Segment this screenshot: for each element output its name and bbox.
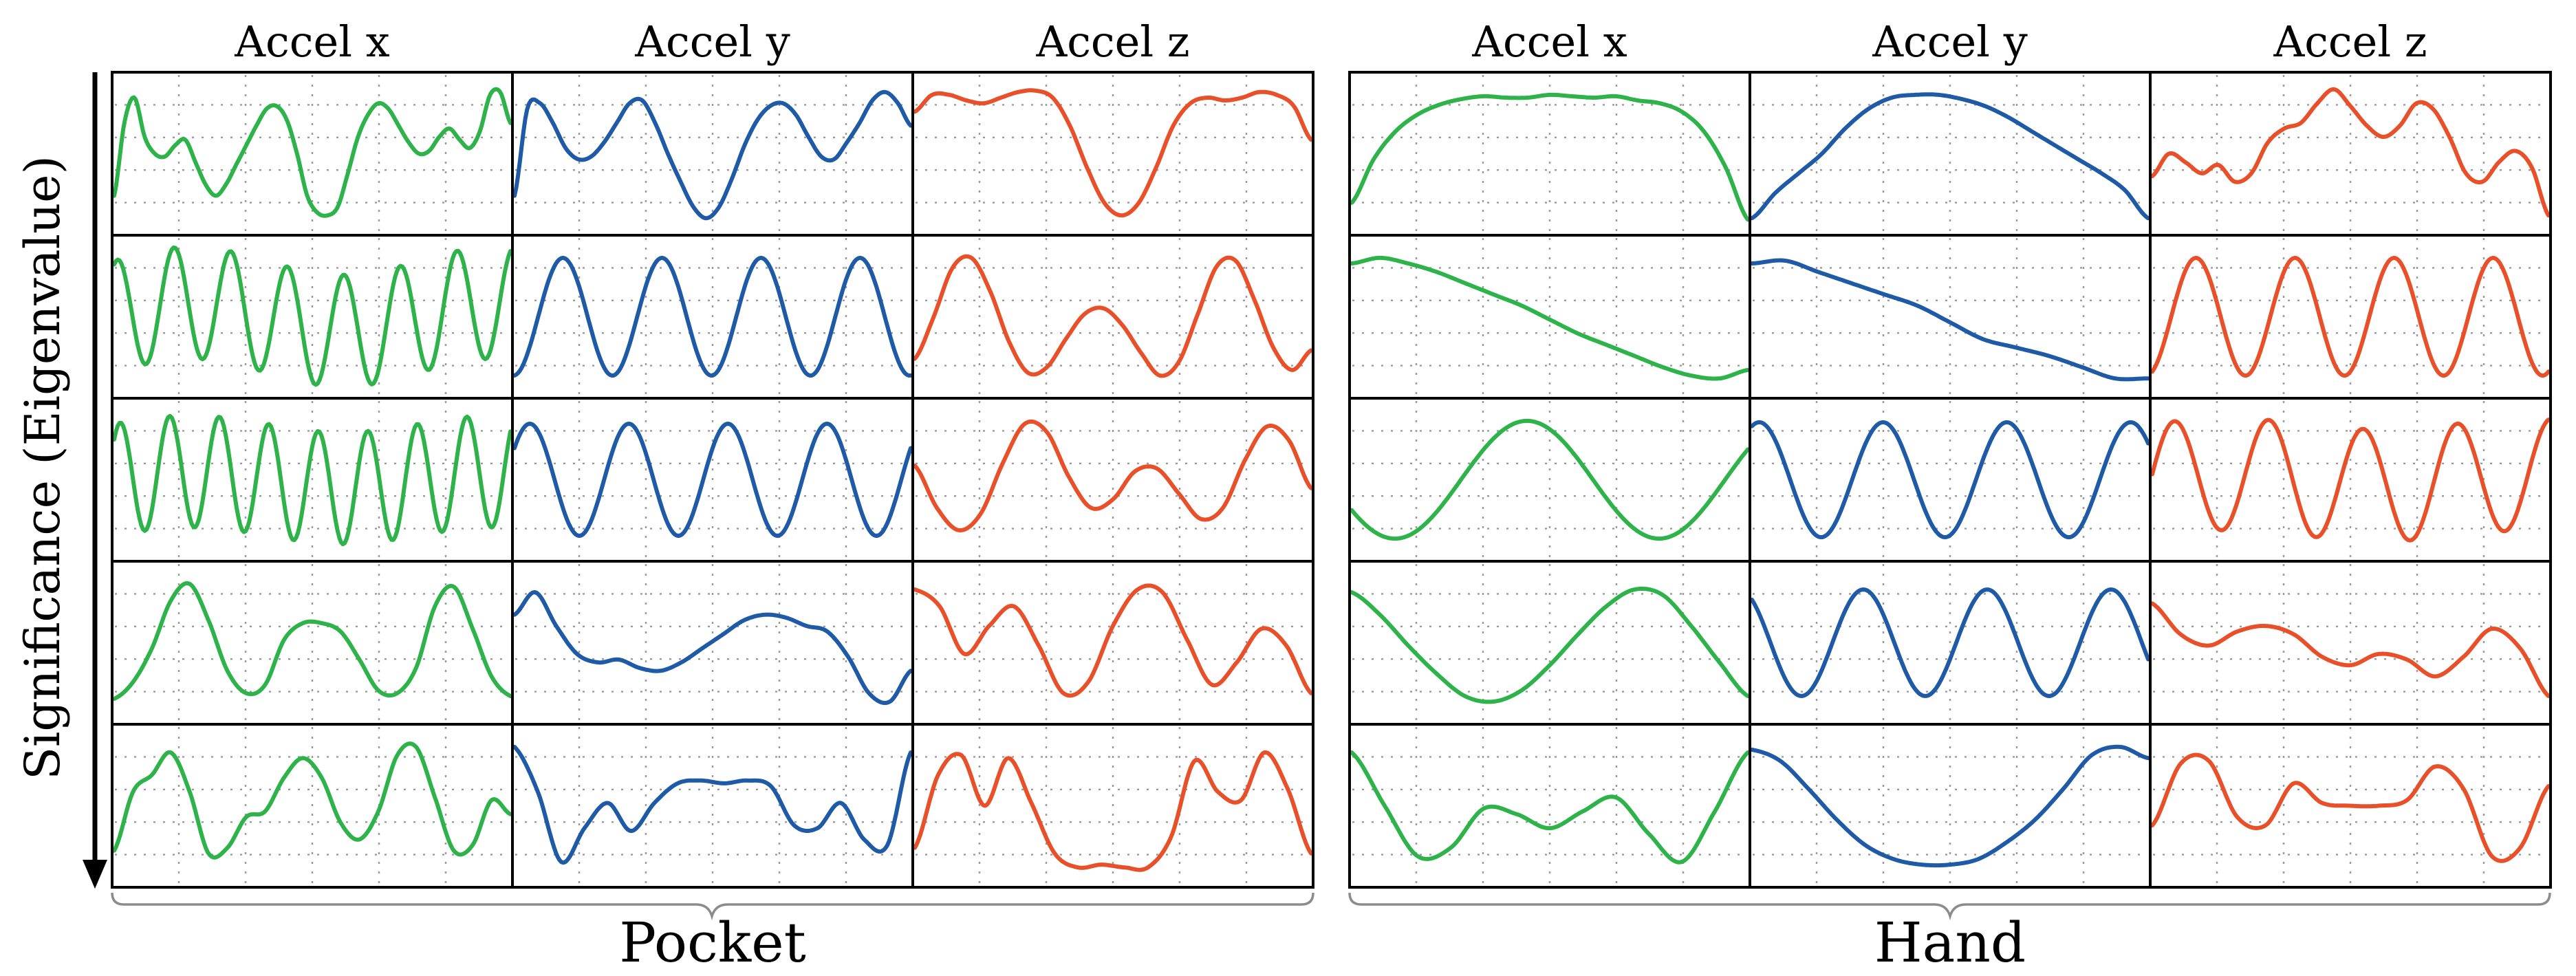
border-layer bbox=[111, 71, 2552, 889]
group-label-hand: Hand bbox=[1874, 911, 2026, 975]
trace-pocket-accel-x-row-3 bbox=[112, 413, 512, 547]
trace-hand-accel-x-row-2 bbox=[1350, 255, 1750, 381]
column-header-pocket-accel-z: Accel z bbox=[1035, 17, 1189, 67]
trace-hand-accel-z-row-1 bbox=[2150, 87, 2551, 218]
trace-pocket-accel-z-row-5 bbox=[913, 750, 1313, 872]
trace-hand-accel-y-row-5 bbox=[1750, 744, 2150, 868]
column-header-hand-accel-y: Accel y bbox=[1872, 17, 2027, 67]
trace-layer bbox=[112, 87, 2551, 872]
trace-pocket-accel-x-row-4 bbox=[112, 581, 512, 701]
trace-pocket-accel-x-row-1 bbox=[112, 87, 512, 218]
column-header-hand-accel-x: Accel x bbox=[1471, 17, 1627, 67]
trace-pocket-accel-z-row-2 bbox=[913, 254, 1313, 378]
trace-hand-accel-x-row-1 bbox=[1350, 92, 1750, 222]
trace-hand-accel-y-row-2 bbox=[1750, 258, 2150, 382]
trace-hand-accel-z-row-5 bbox=[2150, 752, 2551, 863]
column-header-hand-accel-z: Accel z bbox=[2273, 17, 2427, 67]
column-header-pocket-accel-y: Accel y bbox=[634, 17, 790, 67]
trace-hand-accel-z-row-4 bbox=[2150, 601, 2551, 698]
trace-pocket-accel-x-row-5 bbox=[112, 741, 512, 860]
trace-hand-accel-x-row-3 bbox=[1350, 418, 1750, 541]
group-frame-hand bbox=[1348, 71, 2552, 889]
trace-hand-accel-z-row-3 bbox=[2150, 417, 2551, 543]
trace-hand-accel-x-row-5 bbox=[1350, 750, 1750, 865]
header-layer: Accel x Accel y Accel z Accel x Accel y Accel… bbox=[234, 17, 2427, 67]
column-header-pocket-accel-x: Accel x bbox=[234, 17, 389, 67]
y-axis: Significance (Eigenvalue) bbox=[14, 72, 107, 889]
group-frame-pocket bbox=[111, 71, 1314, 889]
y-axis-label: Significance (Eigenvalue) bbox=[14, 155, 71, 780]
trace-pocket-accel-y-row-4 bbox=[512, 590, 913, 705]
trace-pocket-accel-z-row-1 bbox=[913, 88, 1313, 218]
trace-pocket-accel-z-row-4 bbox=[913, 583, 1313, 698]
group-label-pocket: Pocket bbox=[619, 911, 806, 975]
trace-pocket-accel-z-row-3 bbox=[913, 419, 1313, 532]
trace-pocket-accel-y-row-5 bbox=[512, 744, 913, 865]
trace-pocket-accel-y-row-2 bbox=[512, 255, 913, 378]
trace-pocket-accel-y-row-1 bbox=[512, 89, 913, 221]
hand-brace bbox=[1348, 892, 2551, 921]
trace-hand-accel-y-row-1 bbox=[1750, 92, 2150, 221]
trace-hand-accel-x-row-4 bbox=[1350, 586, 1750, 704]
significance-arrow-head bbox=[83, 860, 107, 889]
trace-hand-accel-z-row-2 bbox=[2150, 255, 2551, 378]
pocket-brace bbox=[111, 892, 1314, 921]
group-braces bbox=[111, 892, 2551, 921]
trace-pocket-accel-x-row-2 bbox=[112, 245, 512, 387]
trace-hand-accel-y-row-3 bbox=[1750, 420, 2150, 540]
trace-pocket-accel-y-row-3 bbox=[512, 422, 913, 538]
trace-hand-accel-y-row-4 bbox=[1750, 587, 2150, 698]
